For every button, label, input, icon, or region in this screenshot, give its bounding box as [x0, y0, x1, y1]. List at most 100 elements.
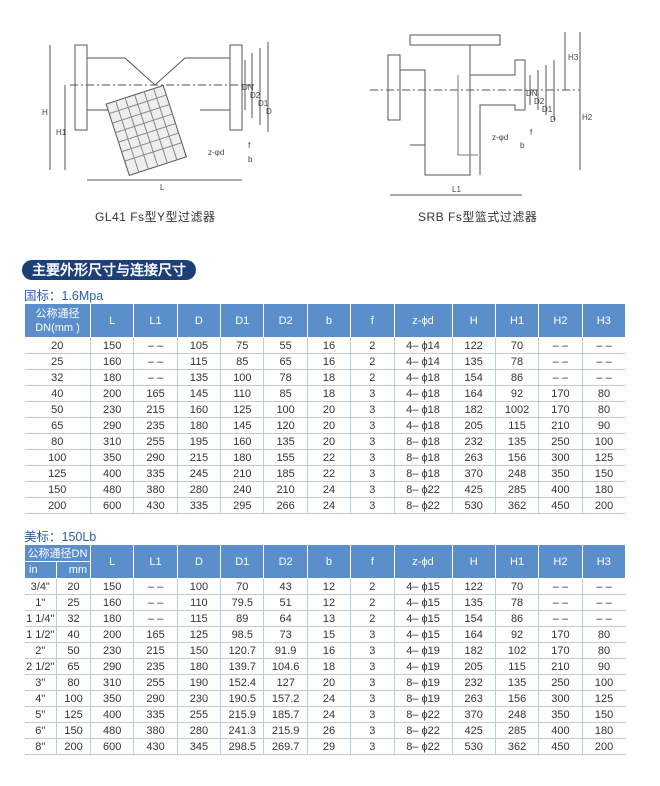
table-cell: 120.7 — [220, 642, 264, 659]
table-cell: 65 — [263, 353, 308, 370]
table-cell: 50 — [55, 642, 91, 659]
table-cell: 51 — [263, 594, 308, 611]
table-cell: 29 — [306, 738, 351, 755]
table-cell: 182 — [451, 642, 496, 659]
y-strainer-drawing: H H1 L DN D2 D1 D z-φd f b — [42, 42, 272, 192]
table-cell: 3 — [350, 465, 395, 482]
table-cell: 1 1/4" — [24, 610, 57, 627]
table-cell: 170 — [538, 401, 583, 418]
table-cell: 1 1/2" — [24, 626, 57, 643]
table-cell: 15 — [306, 626, 351, 643]
header-cell: 公称通径 DN(mm ) — [24, 303, 91, 338]
header-cell: D2 — [263, 303, 308, 338]
header-cell: H — [451, 544, 496, 579]
table-cell: 150 — [24, 481, 91, 498]
header-cell: H — [451, 303, 496, 338]
table-cell: 8" — [24, 738, 57, 755]
table-cell: 200 — [90, 626, 134, 643]
table-cell: 285 — [494, 722, 539, 739]
table-cell: 150 — [176, 642, 221, 659]
table-cell: – – — [581, 594, 626, 611]
table-cell: 170 — [538, 385, 583, 402]
dim-D1: D1 — [542, 105, 553, 114]
table-cell: 200 — [89, 385, 134, 402]
dim-b: b — [248, 155, 253, 164]
table-cell: 89 — [220, 610, 264, 627]
table-cell: 115 — [494, 417, 539, 434]
table-cell: 135 — [494, 674, 539, 691]
table-cell: 164 — [451, 626, 496, 643]
table-cell: 154 — [451, 369, 496, 386]
table-cell: 250 — [538, 433, 583, 450]
table-cell: 2 — [350, 610, 395, 627]
table-cell: 1002 — [494, 401, 539, 418]
table-cell: 170 — [538, 626, 583, 643]
table-cell: 125 — [176, 626, 221, 643]
table-cell: 125 — [24, 465, 91, 482]
header-cell: b — [306, 303, 352, 338]
table-cell: 164 — [451, 385, 496, 402]
table-cell: – – — [133, 610, 178, 627]
table-cell: 4– ϕ18 — [393, 417, 453, 434]
table-cell: 235 — [133, 417, 178, 434]
table-cell: 4– ϕ18 — [393, 369, 453, 386]
table-cell: 125 — [581, 449, 626, 466]
outlet-pipe — [470, 59, 526, 175]
table-cell: 18 — [306, 369, 351, 386]
table-cell: 263 — [451, 690, 496, 707]
table-cell: 55 — [263, 337, 308, 354]
dim-D1: D1 — [258, 99, 269, 108]
table-cell: 85 — [263, 385, 308, 402]
table-cell: 480 — [90, 722, 134, 739]
table-cell: 230 — [89, 401, 134, 418]
header-cell: D1 — [220, 544, 265, 579]
table-cell: 135 — [494, 433, 539, 450]
table-cell: 160 — [89, 353, 134, 370]
table-cell: 32 — [55, 610, 91, 627]
table-cell: 250 — [538, 674, 583, 691]
table-cell: – – — [581, 337, 626, 354]
table-cell: 100 — [55, 690, 91, 707]
table-cell: 86 — [494, 610, 539, 627]
header-cell: f — [350, 303, 395, 338]
table-cell: 255 — [133, 433, 178, 450]
table-cell: 400 — [90, 706, 134, 723]
table-cell: 400 — [538, 481, 583, 498]
table-cell: 1" — [24, 594, 57, 611]
table-cell: 156 — [494, 449, 539, 466]
table-cell: 215 — [176, 449, 221, 466]
table-cell: 6" — [24, 722, 57, 739]
table-cell: 400 — [538, 722, 583, 739]
table-cell: 80 — [55, 674, 91, 691]
table-cell: 73 — [263, 626, 308, 643]
table-cell: 210 — [538, 417, 583, 434]
table-cell: 100 — [263, 401, 308, 418]
table-cell: 450 — [538, 497, 583, 514]
table-cell: 2 — [350, 594, 395, 611]
dimension-lines — [49, 45, 242, 181]
cover — [409, 34, 501, 46]
table-cell: 122 — [451, 337, 496, 354]
table-cell: 120 — [263, 417, 308, 434]
header-cell: H1 — [494, 303, 540, 338]
table-cell: 70 — [494, 337, 539, 354]
table-cell: 92 — [494, 626, 539, 643]
header-cell: H2 — [538, 544, 583, 579]
table-cell: 290 — [90, 658, 134, 675]
table-cell: 380 — [133, 481, 178, 498]
table-cell: 26 — [306, 722, 351, 739]
table-cell: 156 — [494, 690, 539, 707]
table-cell: 145 — [176, 385, 221, 402]
table-cell: 232 — [451, 433, 496, 450]
table-cell: 350 — [90, 690, 134, 707]
table-cell: 8– ϕ19 — [393, 690, 453, 707]
table-cell: 78 — [263, 369, 308, 386]
header-cell: D2 — [263, 544, 308, 579]
